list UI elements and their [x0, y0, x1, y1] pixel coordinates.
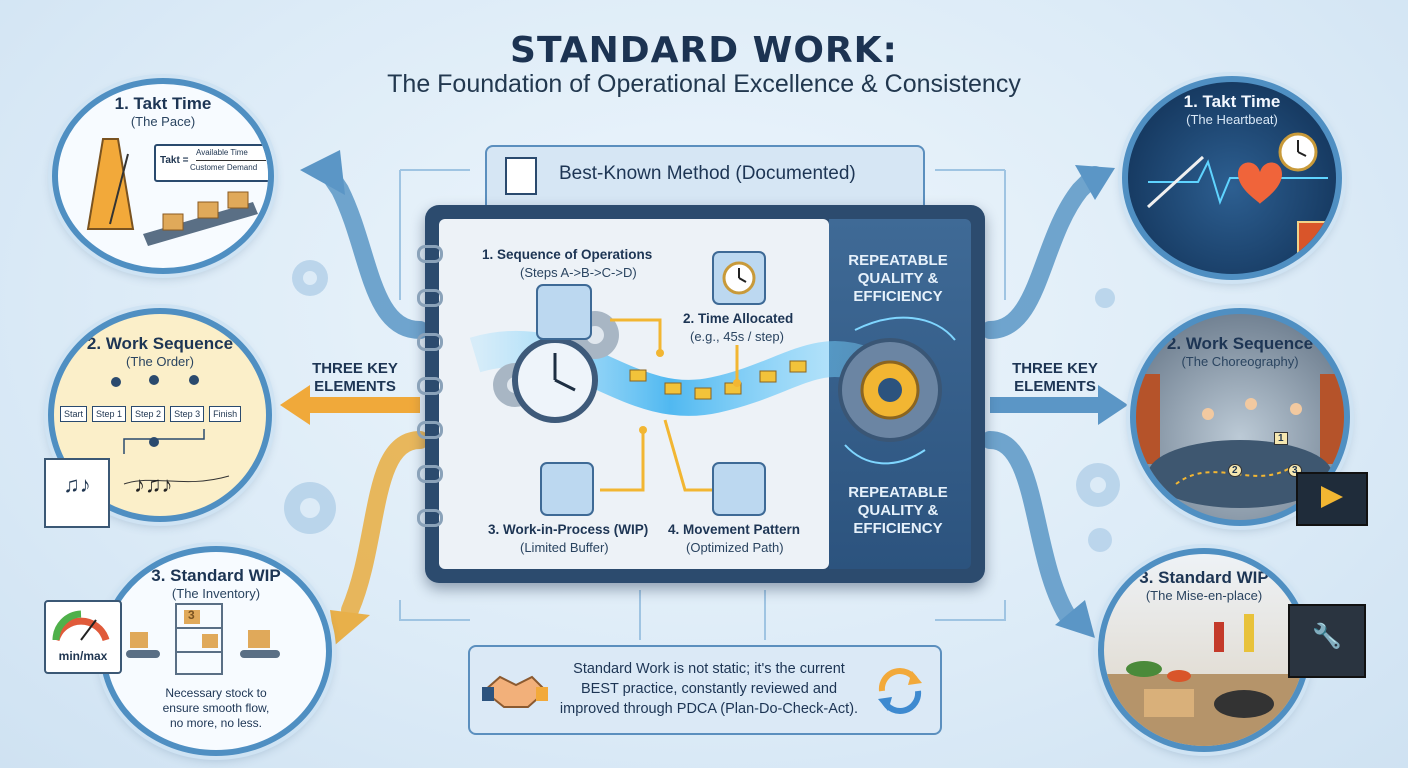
takt-formula-divider — [196, 160, 266, 161]
refresh-cycle-icon — [878, 668, 922, 714]
left-key-label-line: THREE KEY — [312, 360, 398, 377]
left-key-label-line: ELEMENTS — [314, 378, 396, 395]
binder-rings — [417, 245, 443, 545]
right-takt-subtitle: (The Heartbeat) — [1186, 112, 1278, 127]
right-three-key-elements-label: THREE KEY ELEMENTS — [1000, 360, 1110, 396]
kitchen-illustration — [1104, 614, 1304, 746]
sequence-step: Step 2 — [131, 406, 166, 422]
gauge-icon: min/max — [44, 600, 122, 674]
sequence-step: Start — [60, 406, 88, 422]
curved-arrow-right-bottom — [981, 431, 1079, 629]
left-wip-subtitle: (The Inventory) — [171, 586, 261, 601]
result-line: EFFICIENCY — [853, 520, 943, 537]
takt-formula-denominator: Customer Demand — [190, 163, 258, 172]
left-takt-subtitle: (The Pace) — [130, 114, 196, 129]
workers-and-music-illustration: ♪♫♪ — [111, 375, 230, 497]
svg-text:♪♫♪: ♪♫♪ — [134, 472, 173, 497]
left-seq-subtitle: (The Order) — [126, 354, 194, 369]
page-title: STANDARD WORK: — [510, 30, 898, 71]
wip-title: 3. Work-in-Process (WIP) — [488, 522, 649, 537]
process-flow-illustration — [469, 251, 956, 516]
takt-formula-box: Takt = Available Time Customer Demand — [154, 144, 268, 182]
choreography-marker: 1 — [1274, 432, 1288, 445]
left-wip-note-line: no more, no less. — [169, 716, 263, 730]
right-key-label-line: THREE KEY — [1012, 360, 1098, 377]
pdca-text: Standard Work is not static; it's the cu… — [554, 659, 864, 719]
left-wip-note: Necessary stock to ensure smooth flow, n… — [106, 686, 326, 731]
pdca-text-line: improved through PDCA (Plan-Do-Check-Act… — [559, 701, 859, 717]
left-takt-time-circle: 1. Takt Time (The Pace) Takt = Available… — [52, 78, 274, 274]
sequence-step: Finish — [209, 406, 242, 422]
right-takt-title: 1. Takt Time — [1183, 92, 1281, 111]
left-standard-wip-circle: 3. Standard WIP (The Inventory) Necessar… — [100, 546, 332, 756]
result-line: EFFICIENCY — [853, 288, 943, 305]
pdca-note: Standard Work is not static; it's the cu… — [468, 645, 942, 735]
left-wip-note-line: Necessary stock to — [165, 686, 267, 700]
tools-icon: 🔧 — [1288, 604, 1366, 678]
result-line: QUALITY & — [857, 270, 939, 287]
left-seq-title: 2. Work Sequence — [86, 334, 234, 353]
right-key-label-line: ELEMENTS — [1014, 378, 1096, 395]
right-wip-subtitle: (The Mise-en-place) — [1145, 588, 1263, 603]
curved-arrow-left-bottom — [341, 431, 429, 619]
gear-icon — [284, 260, 1120, 552]
gauge-dial — [52, 610, 110, 642]
right-standard-wip-circle: 3. Standard WIP (The Mise-en-place) — [1098, 548, 1310, 752]
choreography-marker: 2 — [1228, 464, 1242, 477]
right-seq-title: 2. Work Sequence — [1166, 334, 1314, 353]
seq-ops-subtitle: (Steps A->B->C->D) — [520, 265, 637, 280]
result-top: REPEATABLE QUALITY & EFFICIENCY — [838, 252, 958, 306]
music-sheet-icon: ♫♪ — [44, 458, 110, 528]
video-play-icon — [1296, 472, 1368, 526]
sequence-step: Step 3 — [170, 406, 205, 422]
result-bottom: REPEATABLE QUALITY & EFFICIENCY — [838, 484, 958, 538]
left-takt-title: 1. Takt Time — [114, 94, 212, 113]
left-wip-title: 3. Standard WIP — [151, 566, 281, 585]
metronome-conveyor-illustration — [86, 138, 258, 246]
heartbeat-illustration — [1146, 132, 1335, 253]
result-line: REPEATABLE — [848, 252, 948, 269]
movement-title: 4. Movement Pattern — [668, 522, 801, 537]
seq-ops-title: 1. Sequence of Operations — [482, 247, 653, 262]
page-subtitle: The Foundation of Operational Excellence… — [387, 70, 1021, 98]
shelf-and-conveyor-illustration — [126, 603, 280, 675]
curved-arrow-left-top — [321, 166, 429, 339]
sequence-step: Step 1 — [92, 406, 127, 422]
right-seq-subtitle: (The Choreography) — [1181, 354, 1299, 369]
left-wip-note-line: ensure smooth flow, — [162, 701, 270, 715]
wip-bin-label: 3 — [188, 608, 195, 622]
handshake-icon — [482, 675, 548, 708]
curved-arrow-right-top — [981, 166, 1104, 339]
right-takt-time-circle: 1. Takt Time (The Heartbeat) — [1122, 76, 1342, 280]
wip-subtitle: (Limited Buffer) — [520, 540, 609, 555]
notepad-icon — [505, 157, 537, 195]
time-allocated-title: 2. Time Allocated — [683, 311, 794, 326]
result-line: QUALITY & — [857, 502, 939, 519]
left-three-key-elements-label: THREE KEY ELEMENTS — [300, 360, 410, 396]
takt-formula-numerator: Available Time — [196, 148, 248, 157]
right-wip-title: 3. Standard WIP — [1139, 568, 1269, 587]
pdca-text-line: Standard Work is not static; it's the cu… — [573, 661, 845, 677]
pdca-text-line: BEST practice, constantly reviewed and — [580, 681, 838, 697]
time-allocated-subtitle: (e.g., 45s / step) — [690, 329, 784, 344]
best-known-method-banner: Best-Known Method (Documented) — [485, 145, 925, 209]
gauge-label: min/max — [58, 649, 108, 663]
result-line: REPEATABLE — [848, 484, 948, 501]
movement-subtitle: (Optimized Path) — [686, 540, 784, 555]
sequence-steps: Start Step 1 Step 2 Step 3 Finish — [60, 406, 242, 422]
takt-formula-lhs: Takt = — [160, 155, 189, 166]
banner-text: Best-Known Method (Documented) — [559, 163, 856, 184]
